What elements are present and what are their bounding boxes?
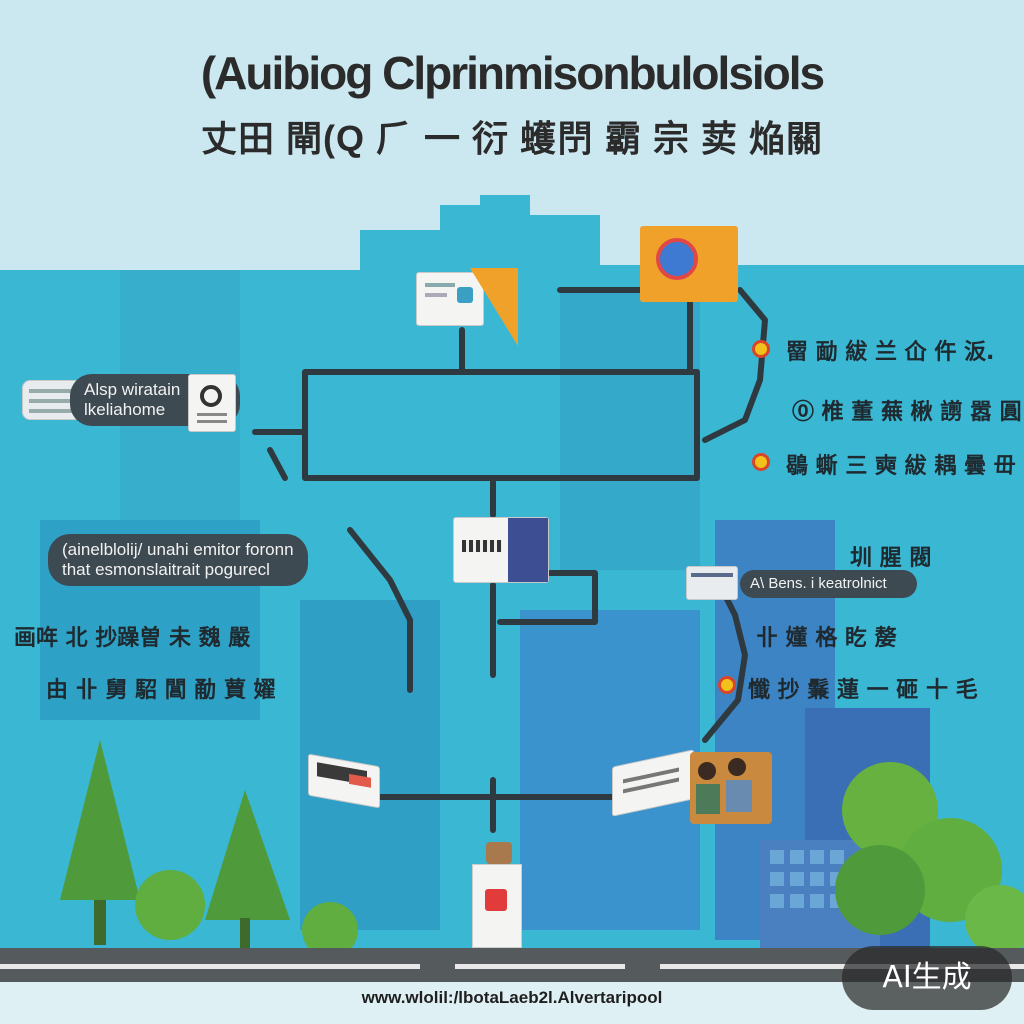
bullet-dot-2 <box>752 453 770 471</box>
bullet-dot-1 <box>752 340 770 358</box>
right-caption-4: 圳 腥 閥 <box>850 546 932 571</box>
building-block <box>560 290 700 570</box>
people-illustration-icon <box>690 752 772 824</box>
trees <box>60 740 1024 958</box>
label-pill-1-line-1: Alsp wiratain <box>84 380 181 399</box>
left-caption-2: 由 卝 舅 駋 閶 勈 蕒 嬥 <box>46 678 276 703</box>
road-markings <box>0 964 1024 969</box>
right-caption-6: 懺 抄 鬑 蓮 一 砸 十 毛 <box>748 678 978 703</box>
label-pill-2-line-2: that esmonslaitrait pogurecl <box>62 560 270 579</box>
label-pill-1-line-2: lkeliahome <box>84 400 166 419</box>
label-pill-1-wrap: Alsp wiratain lkeliahome <box>70 374 241 432</box>
right-caption-5: 卝 嬞 格 盵 嫠 <box>756 626 897 651</box>
label-pill-2: (ainelblolij/ unahi emitor foronn that e… <box>48 534 308 586</box>
tag-icon <box>472 864 522 948</box>
building-windows <box>770 850 844 908</box>
left-caption-1: 画哖 北 抄躁曽 未 魏 嚴 <box>14 626 251 651</box>
label-pill-3: A\ Bens. i keatrolnict <box>740 570 917 598</box>
right-caption-1: 罶 勔 紱 兰 仚 仵 汳. <box>786 340 995 365</box>
right-caption-3: 鶡 蟖 三 奭 紱 耦 曇 毌 <box>786 454 1016 479</box>
chip-icon <box>486 842 512 864</box>
folder-icon <box>470 268 518 346</box>
page-subtitle: 丈田 閘(Q ⺁ 一 衍 蠖閅 霸 宗 荬 焔關 <box>200 118 823 159</box>
page-title: (Auibiog Clprinmisonbulolsiols <box>200 47 825 99</box>
footer-url: www.wlolil:/lbotaLaeb2l.Alvertaripool <box>361 988 663 1007</box>
tray-icon <box>686 566 738 600</box>
server-icon <box>453 517 549 583</box>
ai-generated-badge: AI生成 <box>842 946 1012 1010</box>
app-icon <box>640 226 738 302</box>
label-pill-2-line-1: (ainelblolij/ unahi emitor foronn <box>62 540 294 559</box>
bullet-dot-3 <box>718 676 736 694</box>
right-caption-2: ⓪ 椎 董 蕪 楸 謭 嚣 圓 <box>792 400 1022 425</box>
headphones-icon <box>188 374 237 432</box>
